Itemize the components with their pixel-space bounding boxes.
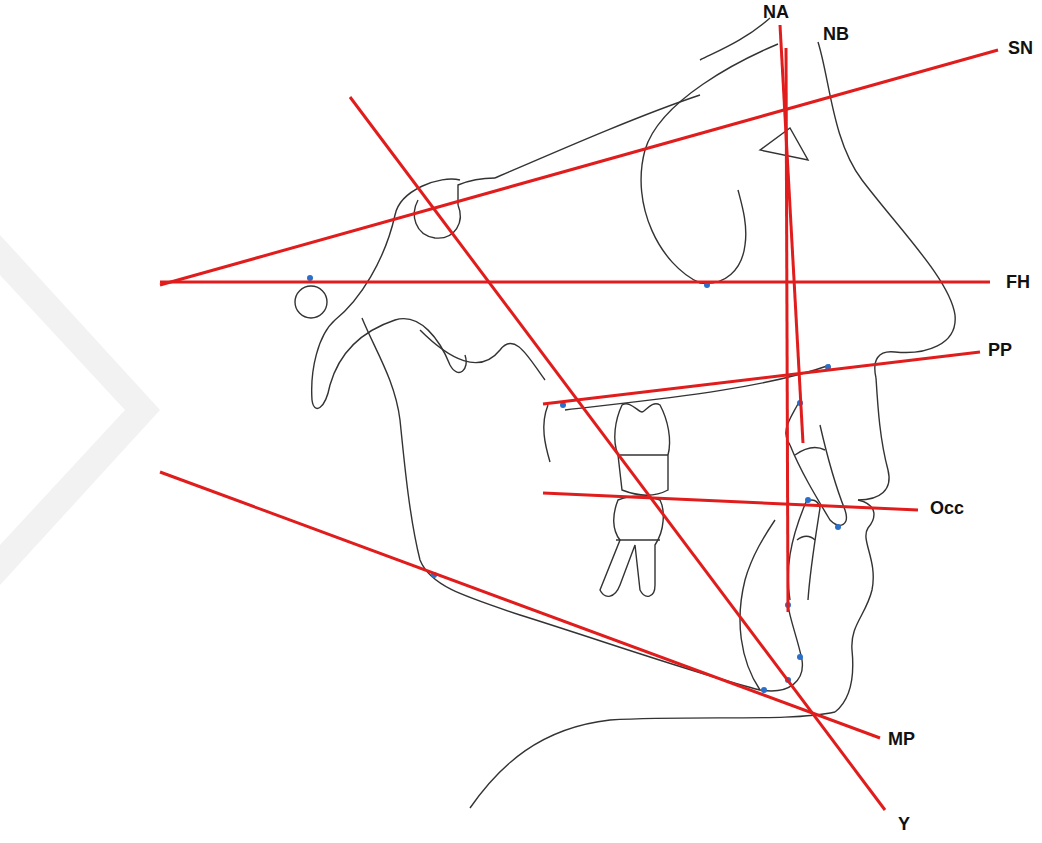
line-label: Y — [898, 814, 910, 834]
sn-line — [160, 50, 998, 285]
line-label: NA — [763, 2, 789, 22]
pp-line — [543, 352, 980, 404]
y-axis-line — [350, 97, 885, 810]
line-label: MP — [888, 729, 915, 749]
line-label: NB — [823, 24, 849, 44]
nb-line — [786, 48, 788, 612]
reference-lines — [160, 25, 998, 810]
line-label: PP — [988, 340, 1012, 360]
watermark-chevron — [0, 235, 160, 585]
occ-line — [543, 493, 918, 510]
mp-line — [160, 472, 880, 738]
na-line — [780, 25, 803, 443]
skull-outline — [295, 18, 955, 808]
landmark-dots — [307, 275, 841, 693]
line-label: SN — [1008, 38, 1033, 58]
fh-line — [160, 281, 990, 284]
line-label: Occ — [930, 498, 964, 518]
line-label: FH — [1006, 272, 1030, 292]
